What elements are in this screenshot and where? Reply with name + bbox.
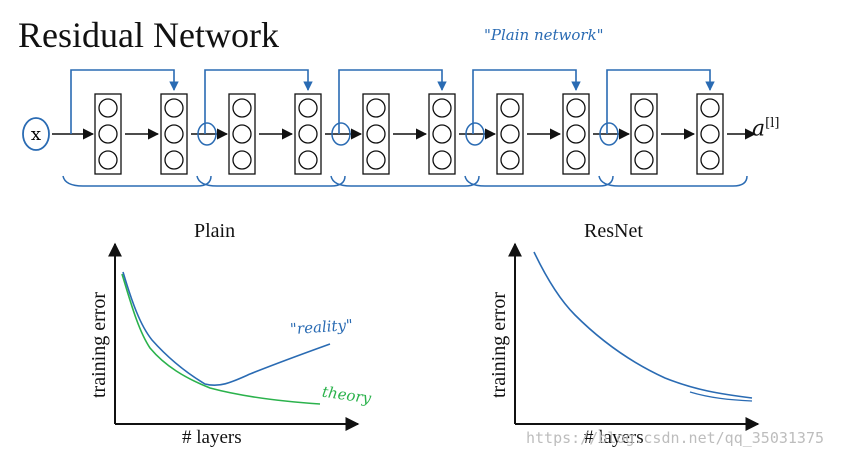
block-5-layer-1-neuron-1 [634, 98, 654, 118]
block-4-layer-2-neuron-3 [566, 150, 586, 170]
block-1-layer-1 [94, 93, 122, 175]
block-1-skip-connection [70, 69, 179, 134]
block-3-layer-2-neuron-2 [432, 124, 452, 144]
plain-theory-curve [121, 273, 321, 405]
block-3-layer-1 [362, 93, 390, 175]
block-4-layer-1 [496, 93, 524, 175]
block-4-layer-2-neuron-2 [566, 124, 586, 144]
block-2-layer-2 [294, 93, 322, 175]
block-2-layer-2-neuron-3 [298, 150, 318, 170]
block-1-layer-1-neuron-3 [98, 150, 118, 170]
plain-reality-curve [122, 271, 331, 387]
slide-title: Residual Network [18, 15, 279, 55]
input-label: x [31, 124, 41, 145]
block-3-layer-1-neuron-1 [366, 98, 386, 118]
block-2-layer-1-neuron-3 [232, 150, 252, 170]
block-3-layer-2-neuron-3 [432, 150, 452, 170]
block-3-layer-1-neuron-2 [366, 124, 386, 144]
watermark: https://blog.csdn.net/qq_35031375 [526, 429, 825, 447]
block-1-layer-2-neuron-1 [164, 98, 184, 118]
resnet-plot-title: ResNet [584, 220, 643, 242]
block-5-layer-2 [696, 93, 724, 175]
block-3-layer-2 [428, 93, 456, 175]
residual-network-diagram: x [22, 69, 757, 187]
plain-plot-title: Plain [194, 220, 236, 242]
block-4-layer-1-neuron-1 [500, 98, 520, 118]
block-5-layer-1 [630, 93, 658, 175]
block-4-layer-2 [562, 93, 590, 175]
block-2-brace [196, 175, 346, 187]
block-1-layer-1-neuron-2 [98, 124, 118, 144]
block-5-skip-connection [606, 69, 715, 134]
resnet-curve [533, 251, 753, 399]
block-2-layer-2-neuron-1 [298, 98, 318, 118]
block-5-brace [598, 175, 748, 187]
block-2-layer-1-neuron-1 [232, 98, 252, 118]
block-4-layer-1-neuron-2 [500, 124, 520, 144]
input-circle [22, 117, 50, 151]
block-2-layer-1-neuron-2 [232, 124, 252, 144]
block-2-layer-1 [228, 93, 256, 175]
block-1-layer-2-neuron-3 [164, 150, 184, 170]
block-1-layer-2 [160, 93, 188, 175]
block-3-add-node [331, 122, 351, 146]
output-label-base: a [752, 116, 766, 142]
block-4-skip-connection [472, 69, 581, 134]
block-5-layer-1-neuron-3 [634, 150, 654, 170]
block-3-layer-1-neuron-3 [366, 150, 386, 170]
block-1-layer-1-neuron-1 [98, 98, 118, 118]
block-4-layer-2-neuron-1 [566, 98, 586, 118]
resnet-curve-tail [689, 391, 753, 402]
block-2-add-node [197, 122, 217, 146]
output-label: a[l] [752, 116, 779, 141]
block-2-skip-connection [204, 69, 313, 134]
block-3-layer-2-neuron-1 [432, 98, 452, 118]
block-5-add-node [599, 122, 619, 146]
block-3-skip-connection [338, 69, 447, 134]
plain-network-annotation: "Plain network" [484, 26, 604, 44]
block-5-layer-2-neuron-1 [700, 98, 720, 118]
block-3-brace [330, 175, 480, 187]
block-5-layer-2-neuron-3 [700, 150, 720, 170]
resnet-xlabel: # layers [584, 427, 644, 448]
plain-xlabel: # layers [182, 427, 242, 448]
block-5-layer-1-neuron-2 [634, 124, 654, 144]
output-label-superscript: [l] [765, 116, 780, 131]
block-5-layer-2-neuron-2 [700, 124, 720, 144]
block-4-layer-1-neuron-3 [500, 150, 520, 170]
block-1-layer-2-neuron-2 [164, 124, 184, 144]
block-4-add-node [465, 122, 485, 146]
block-1-brace [62, 175, 212, 187]
block-4-brace [464, 175, 614, 187]
block-2-layer-2-neuron-2 [298, 124, 318, 144]
